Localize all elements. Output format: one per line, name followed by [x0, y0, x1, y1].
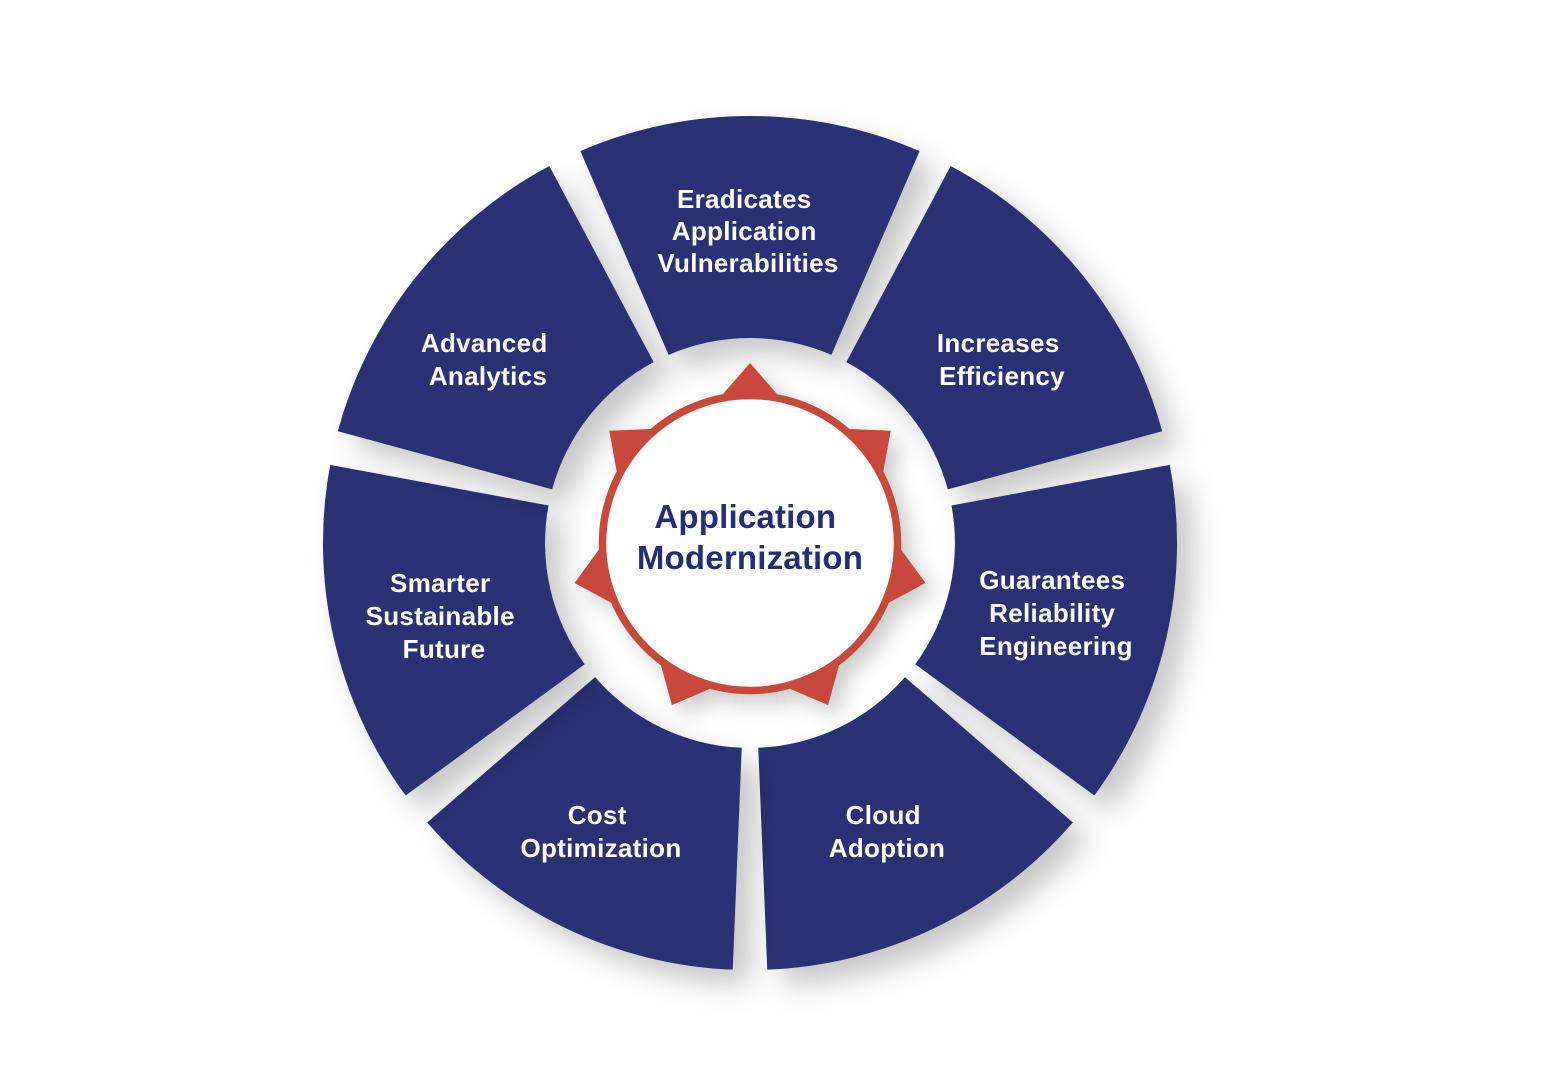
center-title-line: Modernization [637, 539, 863, 576]
label-line: Adoption [829, 833, 945, 863]
segment-label-eradicates-application-vulnerabilities: Eradicates Application Vulnerabilities [657, 184, 838, 278]
label-line: Advanced [421, 328, 548, 358]
segment-label-guarantees-reliability-engineering: Guarantees Reliability Engineering [979, 565, 1133, 661]
label-line: Reliability [989, 598, 1115, 628]
label-line: Cloud [846, 800, 921, 830]
label-line: Increases [937, 328, 1060, 358]
segment-label-cloud-adoption: Cloud Adoption [829, 800, 945, 863]
label-line: Eradicates [677, 184, 812, 214]
label-line: Efficiency [939, 361, 1065, 391]
label-line: Sustainable [366, 601, 515, 631]
label-line: Future [403, 634, 486, 664]
hub-badge [566, 363, 934, 720]
label-line: Cost [568, 800, 627, 830]
segment-label-increases-efficiency: Increases Efficiency [937, 328, 1067, 391]
label-line: Engineering [979, 631, 1133, 661]
label-line: Guarantees [979, 565, 1125, 595]
label-line: Optimization [520, 833, 681, 863]
segment-label-cost-optimization: Cost Optimization [520, 800, 681, 863]
hub-circle [598, 391, 902, 695]
segment-label-smarter-sustainable-future: Smarter Sustainable Future [366, 568, 523, 664]
segment-label-advanced-analytics: Advanced Analytics [421, 328, 555, 391]
label-line: Smarter [390, 568, 490, 598]
center-title-line: Application [654, 498, 836, 535]
center-title: Application Modernization [637, 498, 863, 576]
label-line: Application [672, 216, 817, 246]
label-line: Vulnerabilities [657, 248, 838, 278]
label-line: Analytics [429, 361, 547, 391]
